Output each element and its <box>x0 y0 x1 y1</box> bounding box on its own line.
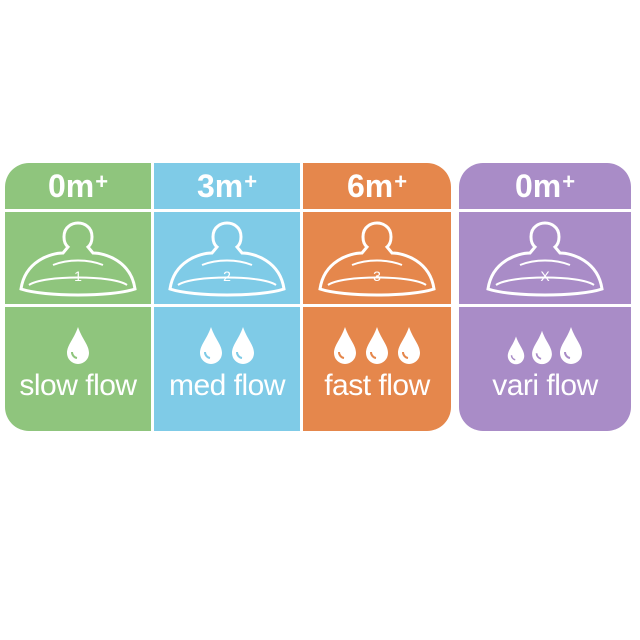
drops <box>198 321 256 365</box>
age-label: 0m+ <box>47 167 109 204</box>
water-drop-icon <box>560 327 582 364</box>
nipple-icon: 1 <box>19 221 137 297</box>
drops <box>506 321 584 365</box>
age-label: 0m+ <box>514 167 576 204</box>
water-drop-icon <box>67 327 89 364</box>
water-drop-icon <box>200 327 222 364</box>
nipple-icon: 3 <box>318 221 436 297</box>
water-drop-icon <box>366 327 388 364</box>
level-number: 1 <box>74 268 82 284</box>
nipple-icon: X <box>486 221 604 297</box>
flow-label: vari flow <box>492 369 598 402</box>
water-drop-icon <box>532 330 552 365</box>
panel-vari-flow: 0m+ X vari flow <box>459 163 631 431</box>
flow-chart-vari-group: 0m+ X vari flow <box>459 163 631 431</box>
flow-label: med flow <box>168 369 286 402</box>
water-drop-icon <box>507 336 525 365</box>
age-label: 3m+ <box>196 167 258 204</box>
panel-fast-flow: 6m+ 3 fast flow <box>300 163 451 431</box>
age-label: 6m+ <box>346 167 408 204</box>
level-number: 2 <box>223 268 231 284</box>
level-number: 3 <box>373 268 381 284</box>
nipple-icon: 2 <box>168 221 286 297</box>
panel-slow-flow: 0m+ 1 slow flow <box>5 163 151 431</box>
flow-label: slow flow <box>19 369 137 402</box>
level-number: X <box>540 268 550 284</box>
water-drop-icon <box>398 327 420 364</box>
flow-chart-main-group: 0m+ 1 slow flow 3m+ 2 <box>5 163 451 431</box>
water-drop-icon <box>232 327 254 364</box>
drops <box>65 321 91 365</box>
drops <box>332 321 422 365</box>
panel-med-flow: 3m+ 2 med flow <box>151 163 300 431</box>
flow-label: fast flow <box>324 369 430 402</box>
water-drop-icon <box>334 327 356 364</box>
